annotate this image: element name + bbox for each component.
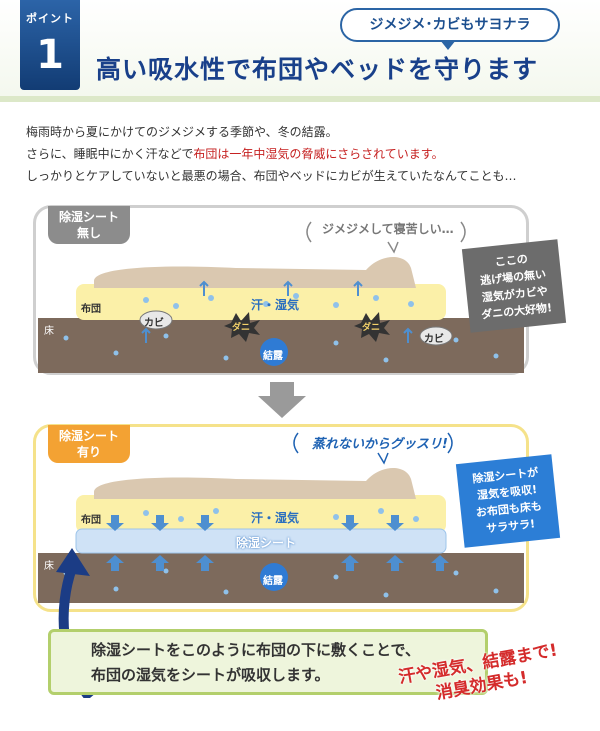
dehumidifier-sheet (75, 528, 447, 554)
summary-box: 除湿シートをこのように布団の下に敷くことで、 布団の湿気をシートが吸収します。 (48, 629, 488, 695)
label-futon-top: 布団 (81, 304, 101, 315)
point-badge-number: 1 (36, 32, 64, 78)
tag-with-sheet-line-1: 除湿シート (58, 429, 119, 443)
callout-absorb-benefit: 除湿シートが 湿気を吸収! お布団も床も サラサラ! (455, 454, 561, 548)
condensation-circle (260, 338, 288, 366)
sub-heading-bubble: ジメジメ･カビもサヨナラ (340, 8, 560, 42)
intro-line-1: 梅雨時から夏にかけてのジメジメする季節や、冬の結露。 (26, 125, 338, 139)
label-mite-2: ダニ (362, 323, 381, 333)
absorb-arrows-up (106, 555, 449, 571)
body-silhouette (94, 467, 416, 499)
label-condensation-top: 結露 (263, 351, 283, 362)
tag-without-sheet-line-1: 除湿シート (58, 210, 119, 224)
speech-without-sheet: ジメジメして寝苦しい… (322, 222, 454, 236)
point-badge: ポイント 1 (20, 0, 80, 90)
label-floor-top: 床 (44, 326, 54, 337)
label-mold-2: カビ (424, 334, 444, 345)
tag-with-sheet-line-2: 有り (76, 445, 101, 459)
scene-without-sheet (38, 221, 524, 373)
tag-with-sheet: 除湿シート 有り (48, 425, 130, 463)
water-drops (63, 293, 499, 363)
label-floor-bottom: 床 (44, 561, 54, 572)
diagram-with-sheet: 除湿シート 有り (33, 424, 529, 612)
summary-line-1: 除湿シートをこのように布団の下に敷くことで、 (91, 641, 420, 659)
mold-cloud-1 (139, 310, 173, 330)
water-drops (63, 508, 499, 598)
mite-burst-1 (224, 312, 260, 342)
sub-heading-bubble-tail (440, 40, 456, 50)
label-futon-bottom: 布団 (81, 515, 101, 526)
speech-with-sheet: 蒸れないからグッスリ! (312, 437, 448, 452)
intro-line-2: さらに、睡眠中にかく汗などで布団は一年中湿気の脅威にさらされています。 (26, 143, 586, 165)
body-silhouette (94, 256, 416, 288)
moisture-arrows (141, 280, 413, 343)
speech-tail-blue (377, 452, 389, 465)
intro-line-2-highlight: 布団は一年中湿気の脅威にさらされています。 (193, 147, 444, 161)
scene-with-sheet (38, 432, 524, 603)
absorb-arrows-down (106, 515, 404, 531)
header: ポイント 1 ジメジメ･カビもサヨナラ 高い吸水性で布団やベッドを守ります (0, 0, 600, 102)
futon-layer (76, 284, 446, 320)
intro-text: 梅雨時から夏にかけてのジメジメする季節や、冬の結露。 さらに、睡眠中にかく汗など… (26, 121, 586, 187)
speech-tail (387, 241, 399, 254)
speech-brackets-blue (293, 432, 453, 454)
diagram-without-sheet: 除湿シート 無し ジメジメして寝苦しい… 布団 床 汗・湿気 カビ カビ ダニ (33, 205, 529, 375)
page-title: 高い吸水性で布団やベッドを守ります (96, 55, 539, 84)
label-condensation-bottom: 結露 (263, 576, 283, 587)
speech-brackets (306, 221, 466, 243)
point-badge-label: ポイント (26, 12, 74, 25)
summary-line-2: 布団の湿気をシートが吸収します。 (91, 666, 330, 684)
condensation-circle (260, 563, 288, 591)
label-mite-1: ダニ (232, 323, 251, 333)
down-arrow-icon (258, 382, 306, 418)
intro-line-2-prefix: さらに、睡眠中にかく汗などで (26, 147, 194, 161)
tag-without-sheet-line-2: 無し (76, 226, 101, 240)
intro-line-3: しっかりとケアしていないと最悪の場合、布団やベッドにカビが生えていたなんてことも… (26, 169, 517, 183)
mite-burst-2 (354, 312, 390, 342)
mold-cloud-2 (419, 326, 453, 346)
tag-without-sheet: 除湿シート 無し (48, 206, 130, 244)
label-sheet: 除湿シート (236, 536, 297, 550)
label-mold-1: カビ (144, 318, 164, 329)
label-moisture-top: 汗・湿気 (251, 298, 300, 312)
label-moisture-bottom: 汗・湿気 (251, 511, 300, 525)
callout-mold-warning: ここの 逃げ場の無い 湿気がカビや ダニの大好物! (461, 239, 567, 333)
